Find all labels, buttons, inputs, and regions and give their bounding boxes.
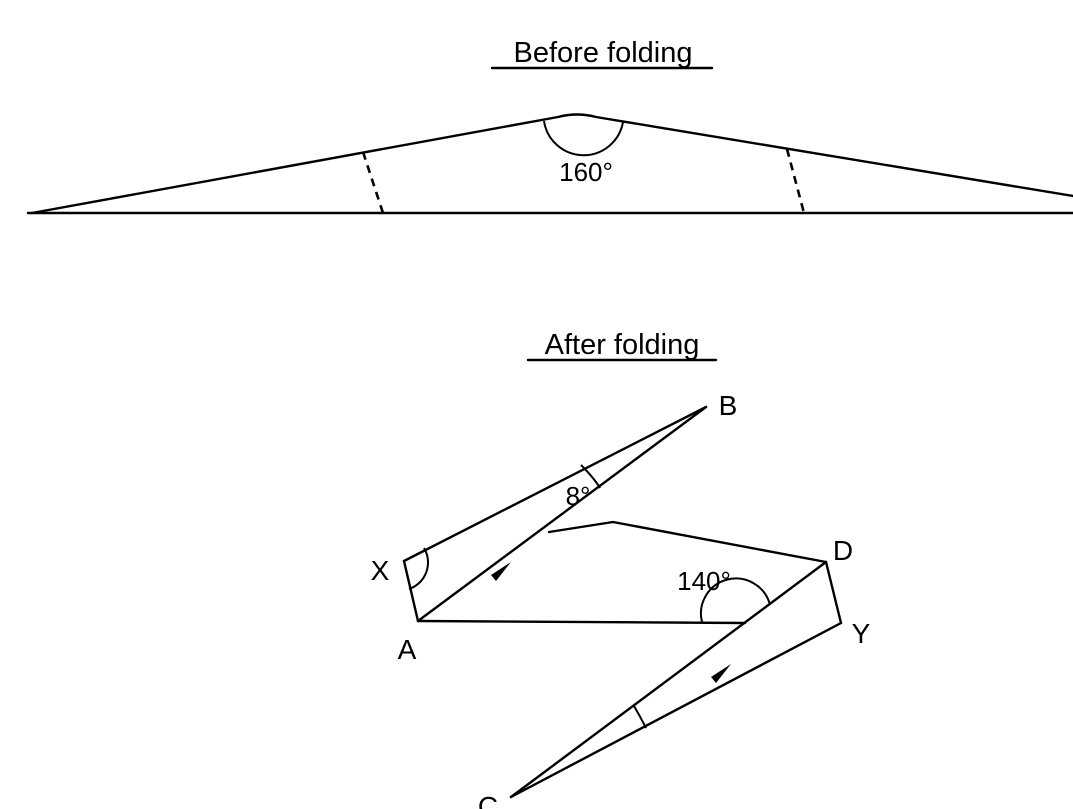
fold-edge-x-a — [402, 559, 420, 623]
fold-edge-d-y — [824, 560, 843, 625]
angle-140-label: 140° — [677, 566, 731, 596]
before-folding-title: Before folding — [514, 37, 693, 69]
before-folding-strip — [26, 113, 1073, 215]
left-fold-line — [361, 151, 385, 214]
point-label-x: X — [371, 555, 390, 586]
point-label-b: B — [719, 390, 738, 421]
after-folding-title: After folding — [545, 329, 700, 361]
right-fold-line — [785, 148, 806, 214]
angle-8-label: 8° — [566, 481, 591, 511]
edge-y-c — [509, 621, 843, 799]
arrow-marker-upper — [491, 562, 511, 581]
strip-top-edge — [30, 113, 1073, 215]
arrow-marker-lower — [711, 664, 731, 683]
point-label-d: D — [833, 535, 853, 566]
folded-strip — [402, 405, 843, 799]
edge-x-b — [402, 405, 708, 563]
angle-arc-c — [633, 705, 647, 729]
point-label-y: Y — [852, 618, 871, 649]
line-a-base — [416, 619, 747, 625]
point-label-c: C — [478, 791, 498, 809]
line-d-c — [509, 560, 828, 799]
apex-angle-label: 160° — [559, 157, 613, 187]
middle-top-edge — [547, 520, 828, 564]
line-a-b — [416, 405, 708, 623]
point-label-a: A — [398, 634, 417, 665]
angle-arc-140 — [699, 577, 771, 623]
apex-angle-arc — [543, 120, 624, 157]
angle-arc-x — [408, 547, 429, 590]
angle-arc-b — [580, 464, 601, 489]
